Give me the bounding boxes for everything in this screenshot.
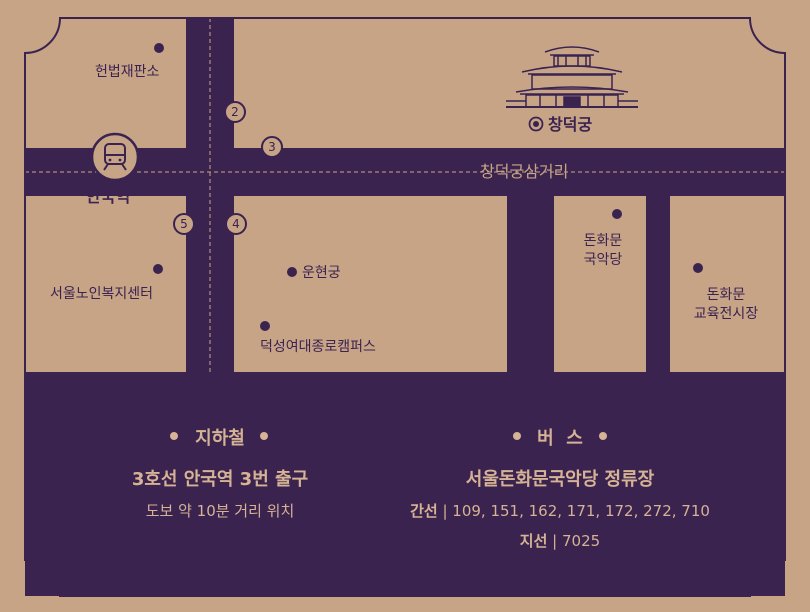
bus-trunk-line: 간선 | 109, 151, 162, 171, 172, 272, 710 (400, 500, 720, 521)
label-donhwamun-theater: 돈화문 국악당 (578, 232, 628, 270)
palace-illustration (506, 46, 638, 108)
label-changdeokgung: 창덕궁 (548, 115, 593, 134)
bus-branch-line: 지선 | 7025 (450, 530, 670, 551)
label-seoul-senior-center: 서울노인복지센터 (50, 286, 154, 302)
bus-branch-routes: 7025 (562, 532, 601, 550)
exit-markers (173, 101, 283, 235)
bus-main: 서울돈화문국악당 정류장 (465, 469, 655, 490)
exit-4-marker (225, 213, 247, 235)
location-dot (153, 264, 163, 274)
side-road-1 (507, 196, 554, 374)
label-heonbeop-court: 헌법재판소 (95, 64, 160, 80)
target-marker-icon (528, 116, 544, 132)
bus-trunk-separator: | (442, 502, 448, 520)
location-dot (260, 321, 270, 331)
bus-heading: 버 스 (537, 428, 583, 449)
bus-branch-separator: | (552, 532, 558, 550)
exit-4-label: 4 (232, 217, 240, 231)
exit-5-label: 5 (180, 217, 188, 231)
bus-branch-label: 지선 (519, 532, 548, 550)
location-dot (287, 267, 297, 277)
heading-bullets (170, 432, 607, 440)
subway-heading: 지하철 (195, 428, 245, 449)
map-frame (24, 17, 786, 597)
location-dot (154, 43, 164, 53)
bus-trunk-label: 간선 (410, 502, 438, 520)
train-icon (90, 132, 140, 182)
exit-5-marker (173, 213, 195, 235)
exit-2-label: 2 (231, 105, 239, 119)
bus-trunk-routes: 109, 151, 162, 171, 172, 272, 710 (452, 502, 710, 520)
location-dot (612, 209, 622, 219)
location-markers (153, 43, 703, 331)
label-donhwamun-exhibition-line1: 돈화문 (706, 287, 746, 303)
info-panel (25, 372, 785, 596)
label-donhwamun-theater-line2: 국악당 (583, 251, 623, 268)
subway-sub: 도보 약 10분 거리 위치 (145, 502, 295, 520)
road-center-lines (25, 18, 785, 372)
label-donhwamun-exhibition-line2: 교육전시장 (693, 305, 759, 322)
exit-2-marker (224, 101, 246, 123)
label-duksung-campus: 덕성여대종로캠퍼스 (260, 339, 376, 355)
label-donhwamun-theater-line1: 돈화문 (583, 233, 623, 249)
side-road-2 (646, 196, 670, 374)
label-changdeokgung-intersection: 창덕궁삼거리 (480, 162, 569, 181)
exit-3-label: 3 (268, 140, 276, 154)
subway-main: 3호선 안국역 3번 출구 (131, 469, 309, 490)
label-unhyeongung: 운현궁 (302, 265, 341, 281)
location-dot (693, 263, 703, 273)
label-donhwamun-exhibition: 돈화문 교육전시장 (686, 286, 766, 324)
label-anguk-station: 안국역 (86, 187, 131, 206)
exit-3-marker (261, 136, 283, 158)
